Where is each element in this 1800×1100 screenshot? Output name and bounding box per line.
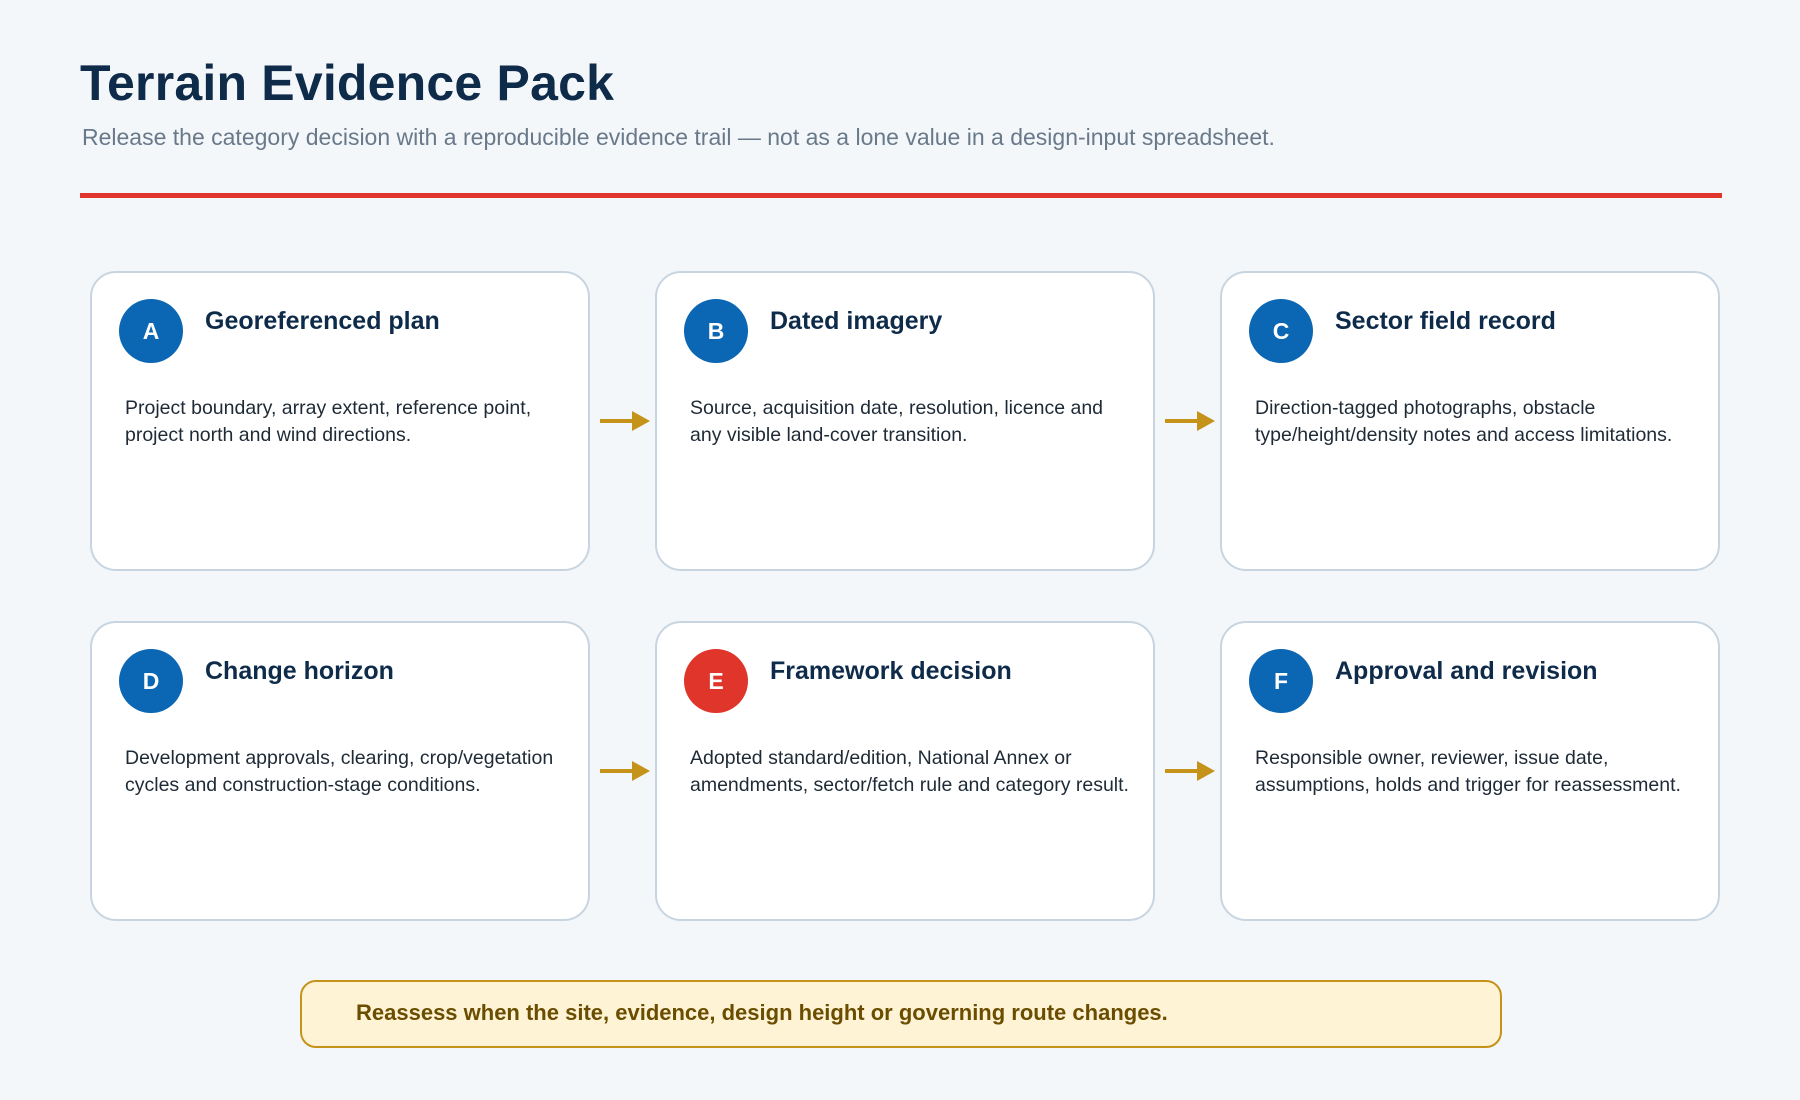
card-title-b: Dated imagery bbox=[770, 307, 943, 335]
card-title-f: Approval and revision bbox=[1335, 657, 1598, 685]
arrow-right-icon bbox=[600, 411, 650, 431]
arrow-right-icon bbox=[1165, 411, 1215, 431]
evidence-card-a: A Georeferenced plan Project boundary, a… bbox=[90, 271, 590, 571]
card-title-d: Change horizon bbox=[205, 657, 394, 685]
evidence-card-d: D Change horizon Development approvals, … bbox=[90, 621, 590, 921]
callout-text: Reassess when the site, evidence, design… bbox=[356, 1000, 1168, 1025]
card-body-d: Development approvals, clearing, crop/ve… bbox=[125, 747, 554, 796]
card-title-c: Sector field record bbox=[1335, 307, 1556, 335]
card-badge-b: B bbox=[684, 299, 748, 363]
evidence-card-b: B Dated imagery Source, acquisition date… bbox=[655, 271, 1155, 571]
card-badge-f: F bbox=[1249, 649, 1313, 713]
title-divider bbox=[80, 193, 1722, 198]
reassessment-callout: Reassess when the site, evidence, design… bbox=[300, 980, 1502, 1048]
arrow-right-icon bbox=[1165, 761, 1215, 781]
page-subtitle: Release the category decision with a rep… bbox=[82, 124, 1275, 150]
evidence-card-e: E Framework decision Adopted standard/ed… bbox=[655, 621, 1155, 921]
card-body-e: Adopted standard/edition, National Annex… bbox=[690, 747, 1129, 796]
card-body-a: Project boundary, array extent, referenc… bbox=[125, 397, 532, 446]
card-body-c: Direction-tagged photographs, obstacle t… bbox=[1255, 397, 1673, 446]
card-body-b: Source, acquisition date, resolution, li… bbox=[690, 397, 1104, 446]
card-badge-e: E bbox=[684, 649, 748, 713]
card-badge-c: C bbox=[1249, 299, 1313, 363]
page-title: Terrain Evidence Pack bbox=[80, 55, 615, 111]
card-title-a: Georeferenced plan bbox=[205, 307, 440, 335]
card-badge-d: D bbox=[119, 649, 183, 713]
card-title-e: Framework decision bbox=[770, 657, 1012, 685]
arrow-right-icon bbox=[600, 761, 650, 781]
evidence-card-c: C Sector field record Direction-tagged p… bbox=[1220, 271, 1720, 571]
card-badge-a: A bbox=[119, 299, 183, 363]
evidence-card-f: F Approval and revision Responsible owne… bbox=[1220, 621, 1720, 921]
card-body-f: Responsible owner, reviewer, issue date,… bbox=[1255, 747, 1681, 796]
